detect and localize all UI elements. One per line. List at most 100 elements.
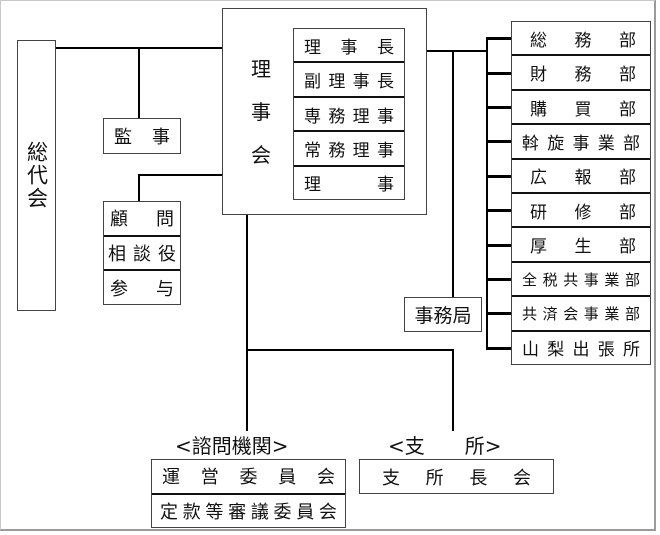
auditor-box[interactable]: 監 事	[103, 118, 181, 154]
department-bracket	[486, 38, 488, 349]
connector-board-advisors	[138, 174, 223, 176]
advisor-char: 参	[110, 278, 128, 300]
department-char: 共	[522, 304, 538, 323]
department-item[interactable]: 全税共事業部	[512, 260, 650, 295]
member-char: 理	[304, 37, 321, 58]
auditor-char: 事	[152, 127, 170, 148]
advisory-body-articles-committee[interactable]: 定 款 等 審 議 委 員 会	[152, 492, 345, 528]
secretariat-label: 事務局	[414, 305, 472, 327]
department-item[interactable]: 購買部	[512, 88, 650, 123]
advisor-row-soudanyaku[interactable]: 相 談 役	[104, 234, 180, 270]
department-char: 業	[604, 304, 620, 323]
branch-managers-meeting-box[interactable]: 支 所 長 会	[359, 459, 554, 494]
board-title-char: 会	[251, 143, 271, 167]
connector-advisors-drop	[138, 174, 140, 202]
department-char: 部	[619, 99, 636, 120]
member-char: 理	[352, 106, 370, 127]
board-title-char: 理	[251, 57, 271, 81]
branch-char: 支	[382, 467, 400, 489]
general-assembly-box[interactable]: 総代会	[17, 40, 56, 311]
body-char: 員	[296, 501, 315, 523]
department-item[interactable]: 総務部	[512, 22, 650, 54]
department-char: 総	[530, 30, 547, 51]
board-box[interactable]: 理 事 会 理 事 長 副 理 事 長 専 務 理 事 常 務 理 事 理 事	[222, 8, 427, 215]
member-char: 理	[352, 140, 370, 161]
member-char: 長	[377, 37, 394, 58]
department-char: 出	[572, 340, 590, 361]
department-char: 財	[530, 65, 547, 86]
member-char: 常	[304, 140, 321, 161]
department-char: 購	[530, 99, 547, 120]
department-char: 済	[542, 304, 558, 323]
member-char: 務	[328, 106, 346, 127]
connector-secretariat-drop	[452, 50, 454, 298]
advisors-box: 顧 問 相 談 役 参 与	[103, 201, 181, 305]
department-item[interactable]: 共済会事業部	[512, 295, 650, 329]
departments-list: 総務部財務部購買部斡旋事業部広報部研修部厚生部全税共事業部共済会事業部山梨出張所	[511, 21, 651, 365]
board-members-list: 理 事 長 副 理 事 長 専 務 理 事 常 務 理 事 理 事	[293, 28, 405, 200]
advisor-row-sanyo[interactable]: 参 与	[104, 269, 180, 304]
board-title: 理 事 会	[241, 53, 281, 168]
department-tick	[486, 175, 512, 178]
member-char: 理	[304, 175, 321, 196]
department-char: 部	[619, 237, 636, 258]
advisor-row-komon[interactable]: 顧 問	[104, 202, 180, 235]
department-char: 務	[574, 65, 592, 86]
department-item[interactable]: 斡旋事業部	[512, 123, 650, 157]
department-char: 買	[574, 99, 592, 120]
department-char: 部	[619, 202, 636, 223]
board-member-vice-chairman[interactable]: 副 理 事 長	[294, 61, 404, 95]
department-char: 部	[619, 65, 636, 86]
general-assembly-label: 総代会	[24, 141, 49, 210]
advisory-body-operations-committee[interactable]: 運 営 委 員 会	[152, 460, 345, 493]
department-char: 厚	[530, 237, 547, 258]
member-char: 副	[304, 72, 321, 93]
department-item[interactable]: 厚生部	[512, 226, 650, 260]
body-char: 会	[317, 467, 335, 489]
connector-board-down	[246, 214, 248, 431]
connector-branch-horizontal	[246, 349, 453, 351]
department-char: 部	[619, 30, 636, 51]
member-char: 事	[352, 72, 370, 93]
board-member-managing[interactable]: 常 務 理 事	[294, 130, 404, 164]
member-char: 理	[328, 72, 346, 93]
body-char: 等	[205, 501, 224, 523]
body-char: 款	[182, 501, 201, 523]
member-char: 長	[376, 72, 394, 93]
department-char: 全	[522, 270, 538, 289]
board-member-director[interactable]: 理 事	[294, 164, 404, 199]
advisor-char: 相	[108, 244, 126, 265]
department-char: 部	[624, 270, 640, 289]
department-char: 山	[522, 340, 539, 361]
department-char: 事	[572, 133, 590, 154]
department-item[interactable]: 広報部	[512, 157, 650, 192]
branches-heading: <支 所>	[388, 434, 502, 458]
department-item[interactable]: 財務部	[512, 54, 650, 88]
advisor-char: 問	[156, 209, 174, 231]
advisor-char: 与	[156, 278, 174, 300]
board-member-senior-managing[interactable]: 専 務 理 事	[294, 95, 404, 130]
department-char: 報	[574, 168, 592, 189]
department-char: 旋	[547, 133, 565, 154]
department-tick	[486, 72, 512, 75]
department-tick	[486, 37, 512, 40]
secretariat-box[interactable]: 事務局	[404, 297, 482, 332]
member-char: 事	[377, 175, 394, 196]
department-char: 業	[604, 270, 620, 289]
department-char: 税	[542, 270, 558, 289]
member-char: 専	[304, 106, 321, 127]
department-item[interactable]: 研修部	[512, 192, 650, 226]
department-char: 斡	[522, 133, 539, 154]
member-char: 事	[376, 140, 394, 161]
connector-branch-drop	[452, 349, 454, 431]
member-char: 事	[376, 106, 394, 127]
department-tick	[486, 140, 512, 143]
department-char: 研	[530, 202, 547, 223]
department-item[interactable]: 山梨出張所	[512, 329, 650, 364]
body-char: 定	[160, 501, 178, 523]
body-char: 員	[278, 467, 297, 489]
department-tick	[486, 106, 512, 109]
department-tick	[486, 347, 512, 350]
department-char: 所	[623, 340, 640, 361]
board-member-chairman[interactable]: 理 事 長	[294, 29, 404, 61]
